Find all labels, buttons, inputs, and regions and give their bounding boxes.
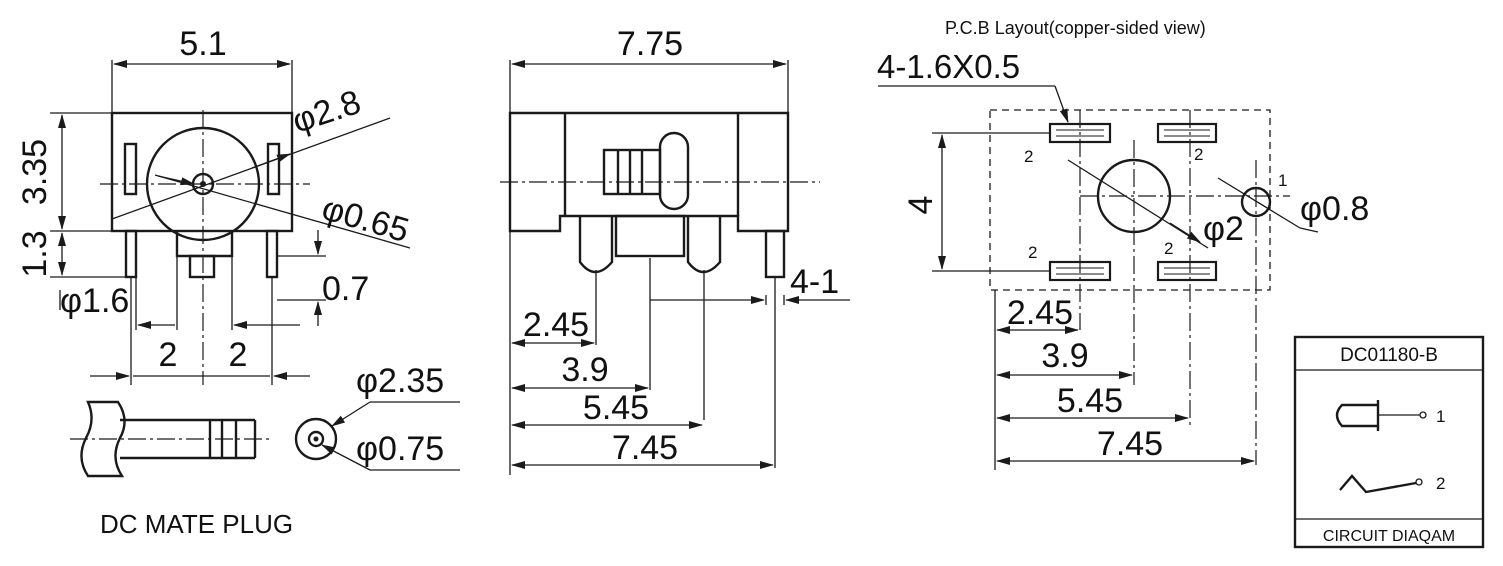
front-pitch-right-label: 2	[229, 336, 248, 374]
front-width-label: 5.1	[179, 25, 226, 63]
pcb-pad-bottom-right	[1156, 260, 1218, 282]
circuit-diagram: DC01180-B 1 2 CIRCUIT DIAQAM	[1293, 335, 1485, 549]
pcb-dim-3-label: 5.45	[1057, 382, 1123, 420]
front-outer-diameter-label: φ2.8	[288, 83, 366, 141]
side-pin-width-label: 4-1	[790, 263, 839, 301]
pcb-pin-hole-label: φ0.8	[1300, 190, 1369, 228]
circuit-pin-1-label: 1	[1436, 407, 1445, 426]
circuit-caption: CIRCUIT DIAQAM	[1323, 528, 1455, 545]
pcb-pad-size-label: 4-1.6X0.5	[877, 48, 1020, 85]
pcb-dim-2-label: 3.9	[1041, 337, 1088, 375]
circuit-model-label: DC01180-B	[1340, 345, 1438, 366]
pcb-pad-label-top-left: 2	[1024, 147, 1033, 166]
plug-caption: DC MATE PLUG	[100, 509, 293, 539]
side-view: 7.75 4-1 2.45 3.9 5.45 7.45	[500, 25, 850, 475]
side-dim-4-label: 7.45	[612, 429, 678, 467]
front-pitch-left-label: 2	[159, 336, 178, 374]
pcb-pad-label-bottom-right: 2	[1164, 239, 1173, 258]
pcb-pad-label-top-right: 2	[1194, 145, 1203, 164]
circuit-pin-2-label: 2	[1436, 474, 1445, 493]
pcb-pin-label-1: 1	[1278, 171, 1287, 190]
side-dim-3-label: 5.45	[583, 389, 649, 427]
side-dim-2-label: 3.9	[561, 351, 608, 389]
pcb-layout: P.C.B Layout(copper-sided view)	[877, 18, 1369, 470]
front-body-height-label: 3.35	[16, 139, 54, 205]
pcb-dim-1-label: 2.45	[1007, 294, 1073, 332]
plug-outer-diameter-label: φ2.35	[356, 362, 444, 400]
front-view: 5.1 3.35 1.3 φ2.8 φ0.65 0.7 φ1.6	[16, 25, 413, 385]
side-dim-1-label: 2.45	[523, 306, 589, 344]
pcb-center-hole-label: φ2	[1203, 210, 1244, 248]
front-hole-diameter-label: φ1.6	[60, 282, 129, 320]
pcb-dim-4-label: 7.45	[1097, 425, 1163, 463]
mate-plug: φ2.35 φ0.75 DC MATE PLUG	[70, 362, 460, 539]
front-pin-height-label: 1.3	[16, 230, 54, 277]
side-length-label: 7.75	[617, 25, 683, 63]
pcb-pad-label-bottom-left: 2	[1028, 243, 1037, 262]
pcb-pad-top-right	[1156, 122, 1218, 144]
pcb-height-label: 4	[902, 196, 940, 215]
front-pin-width-label: 0.7	[322, 270, 369, 308]
front-pin-diameter-label: φ0.65	[318, 189, 413, 250]
pcb-title: P.C.B Layout(copper-sided view)	[945, 18, 1206, 38]
plug-inner-diameter-label: φ0.75	[356, 430, 444, 468]
